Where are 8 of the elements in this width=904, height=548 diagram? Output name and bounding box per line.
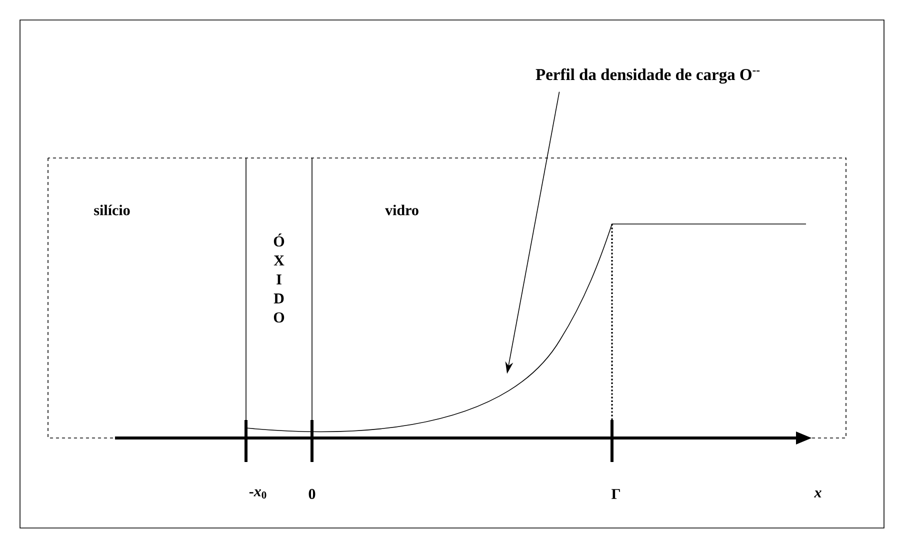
axis-label: -x$_{0}$ [249,489,266,499]
annotation-text: Perfil da densidade de carga O$^{--}$ [536,68,760,84]
region-label: silício [94,204,130,216]
axis-label: x [814,490,822,498]
region-label: Ó X I D O [274,234,284,322]
axis-label: 0 [308,488,316,500]
density-curve [246,224,806,432]
axis-label: Γ [612,489,620,499]
